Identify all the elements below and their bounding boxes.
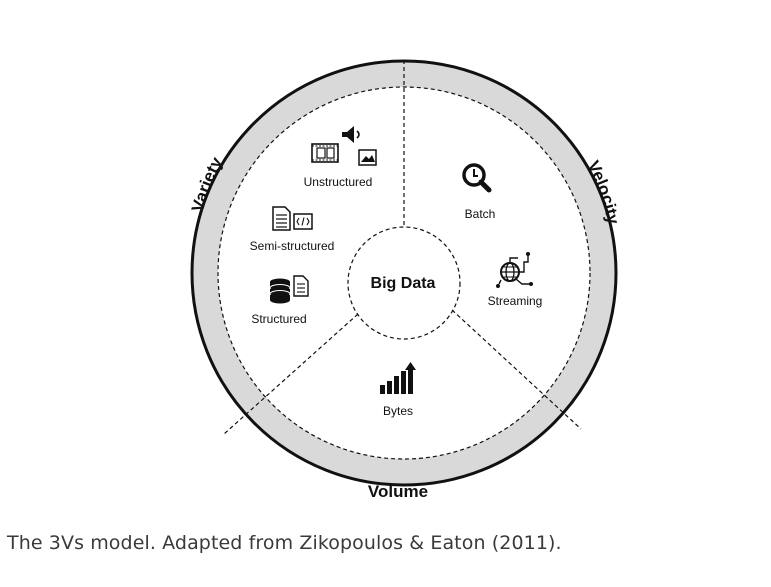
search-clock-icon [462,163,492,193]
item-label-streaming: Streaming [488,294,543,308]
item-label-structured: Structured [251,312,306,326]
item-label-semi-structured: Semi-structured [250,239,335,253]
center-label: Big Data [371,275,436,292]
item-label-unstructured: Unstructured [304,175,373,189]
ring-label-volume: Volume [368,482,428,501]
divider-right [451,309,582,430]
bar-chart-up-icon [380,362,416,394]
multimedia-icon [311,126,377,166]
document-code-icon [272,206,313,231]
three-vs-diagram: Variety Velocity Volume Big Data Unstruc… [188,59,623,501]
item-label-batch: Batch [465,207,496,221]
divider-left [223,313,359,435]
item-label-bytes: Bytes [383,404,413,418]
globe-network-icon [496,252,533,288]
figure-caption: The 3Vs model. Adapted from Zikopoulos &… [7,532,562,554]
center-circle [347,226,461,340]
database-icon [269,275,309,304]
